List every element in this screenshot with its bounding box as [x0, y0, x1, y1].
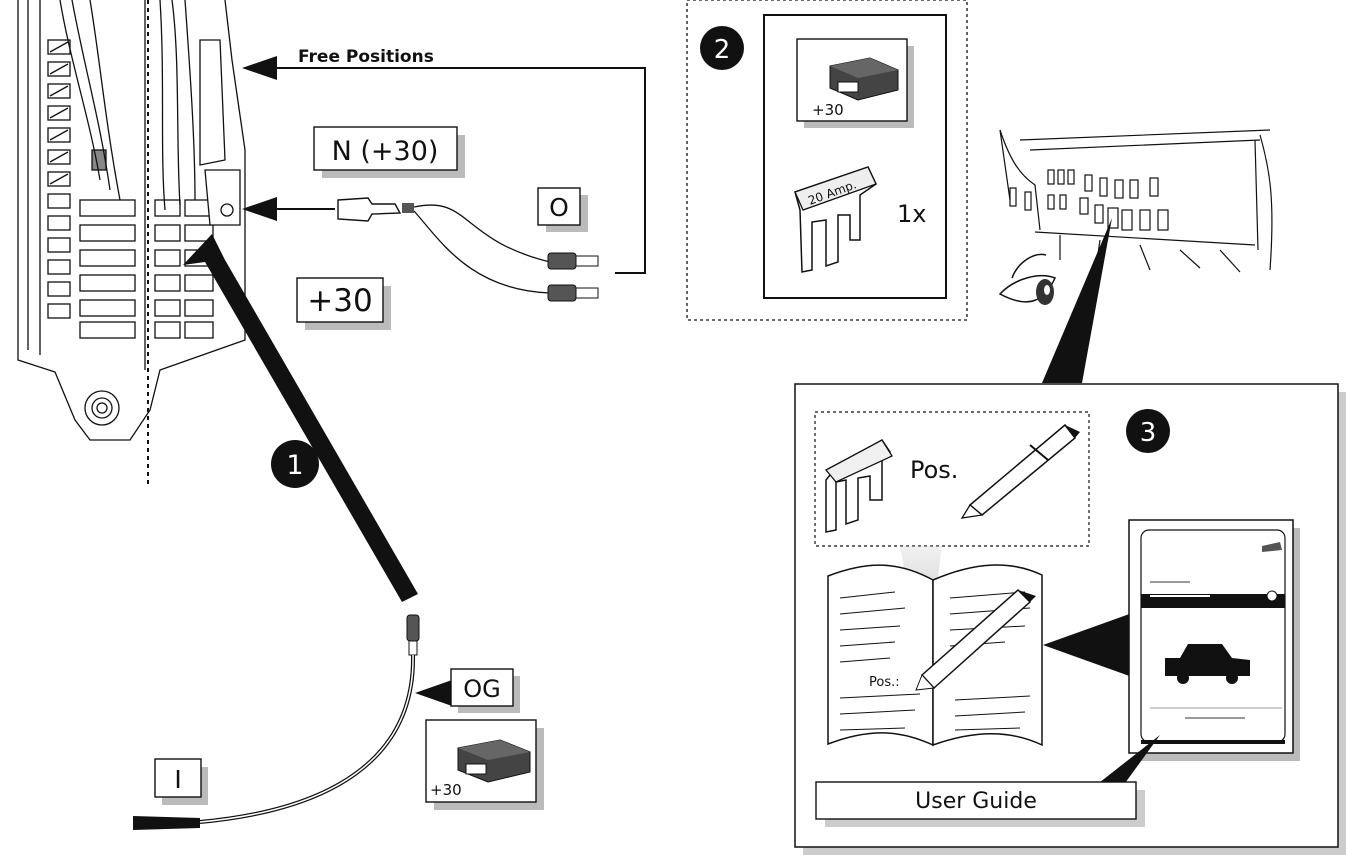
n-plus30-tag: N (+30)	[313, 126, 465, 178]
pos-small-label: Pos.:	[869, 675, 900, 690]
og-tag: OG	[450, 668, 520, 713]
user-guide-label: User Guide	[915, 789, 1037, 814]
relay-module-label-lower: +30	[430, 781, 462, 799]
og-cable	[133, 614, 452, 830]
o-tag: O	[537, 187, 588, 232]
note-detail-inset: Pos.	[814, 411, 1090, 547]
pen-icon	[960, 423, 1080, 519]
notebook-pen-icon	[915, 588, 1036, 691]
user-guide-booklet	[1128, 519, 1300, 761]
wiring-bundle	[59, 0, 241, 226]
dashboard-fuse-panel-illustration	[999, 129, 1273, 276]
o-label: O	[549, 193, 569, 222]
relay-module-box-upper: +30	[796, 38, 914, 128]
user-guide-tag: User Guide	[815, 781, 1145, 827]
car-icon	[1165, 644, 1250, 684]
step-3-panel: 3 Pos. Pos.:	[794, 383, 1346, 855]
fuse-quantity: 1x	[897, 200, 926, 228]
step-1-number: 1	[286, 450, 303, 481]
pos-large-label: Pos.	[910, 456, 958, 484]
guide-pointer	[1043, 612, 1135, 678]
open-notebook: Pos.:	[827, 564, 1043, 747]
n-connector	[242, 197, 599, 302]
i-label: I	[174, 765, 181, 794]
fuse-box-illustration	[17, 0, 246, 441]
relay-module-label-upper: +30	[812, 101, 844, 119]
fuse-slots-right	[154, 199, 214, 339]
free-positions-callout: Free Positions	[242, 47, 646, 274]
eye-icon	[998, 253, 1057, 305]
step-2-panel: 2 +30 20 Amp. 1x	[686, 0, 968, 321]
relay-module-box-lower: +30	[425, 719, 544, 810]
label-pointer	[1090, 735, 1160, 790]
free-positions-label: Free Positions	[298, 47, 434, 67]
fuse-20amp-icon: 20 Amp.	[794, 166, 877, 273]
step-1-badge	[271, 440, 319, 488]
view-pointer	[1042, 218, 1112, 383]
step-3-number: 3	[1140, 418, 1157, 448]
step-2-badge	[700, 26, 744, 70]
step-3-badge	[1126, 409, 1170, 453]
n-plus30-label: N (+30)	[332, 136, 439, 167]
step-1-arrow: 1	[183, 234, 418, 602]
mounting-eye	[84, 390, 120, 426]
dashboard-fuse-slots	[1009, 169, 1169, 231]
i-tag: I	[154, 758, 208, 805]
step-2-number: 2	[714, 35, 731, 65]
og-label: OG	[463, 675, 501, 703]
plus30-tag: +30	[296, 277, 391, 330]
fuse-slots-left	[47, 39, 136, 339]
plus30-label: +30	[307, 283, 372, 319]
